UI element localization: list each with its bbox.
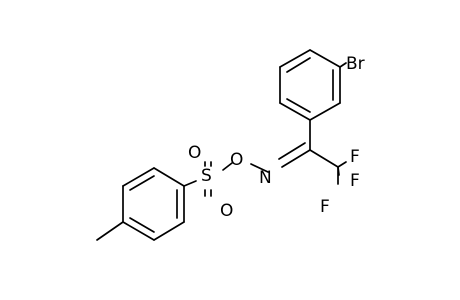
c-f-bond (337, 161, 347, 168)
ring-a-bond (279, 102, 311, 121)
nitrogen-atom: N (259, 168, 272, 188)
bromine-atom: Br (346, 54, 365, 74)
ring-b-double-bond (129, 175, 155, 191)
ring-a-double-bond (286, 57, 311, 73)
sulfonyl-oxygen-bottom: O (220, 201, 233, 221)
o-s-bond (222, 162, 233, 171)
fluorine-atom-top: F (350, 147, 360, 167)
ring-a-bond (309, 49, 341, 68)
sulfonyl-oxygen-top: O (188, 143, 201, 163)
ring-b-bond (153, 221, 185, 241)
bromophenyl-ring (279, 49, 341, 121)
ring-b-bond (122, 167, 155, 187)
c-cf3-bond (309, 149, 339, 168)
ring-a-bond (279, 49, 311, 68)
fluorine-atom-right: F (350, 171, 360, 191)
ring-b-double-bond (129, 217, 155, 233)
ring-b-bond (153, 167, 185, 187)
ring-a-bond (309, 102, 341, 121)
n-o-bond (250, 163, 269, 173)
fluorine-atom-bottom: F (320, 197, 330, 217)
c-n-double-bond (281, 149, 311, 168)
c-f-bond (337, 166, 340, 176)
tolyl-ring (122, 167, 185, 241)
methyl-bond (96, 221, 124, 241)
ring-b-bond (122, 221, 155, 241)
s-ring-bond (183, 180, 197, 187)
c-n-double-bond (278, 142, 306, 160)
sulfur-atom: S (201, 166, 212, 186)
ring-a-double-bond (286, 98, 311, 113)
ester-oxygen-atom: O (230, 150, 243, 170)
c-br-bond (339, 62, 347, 68)
